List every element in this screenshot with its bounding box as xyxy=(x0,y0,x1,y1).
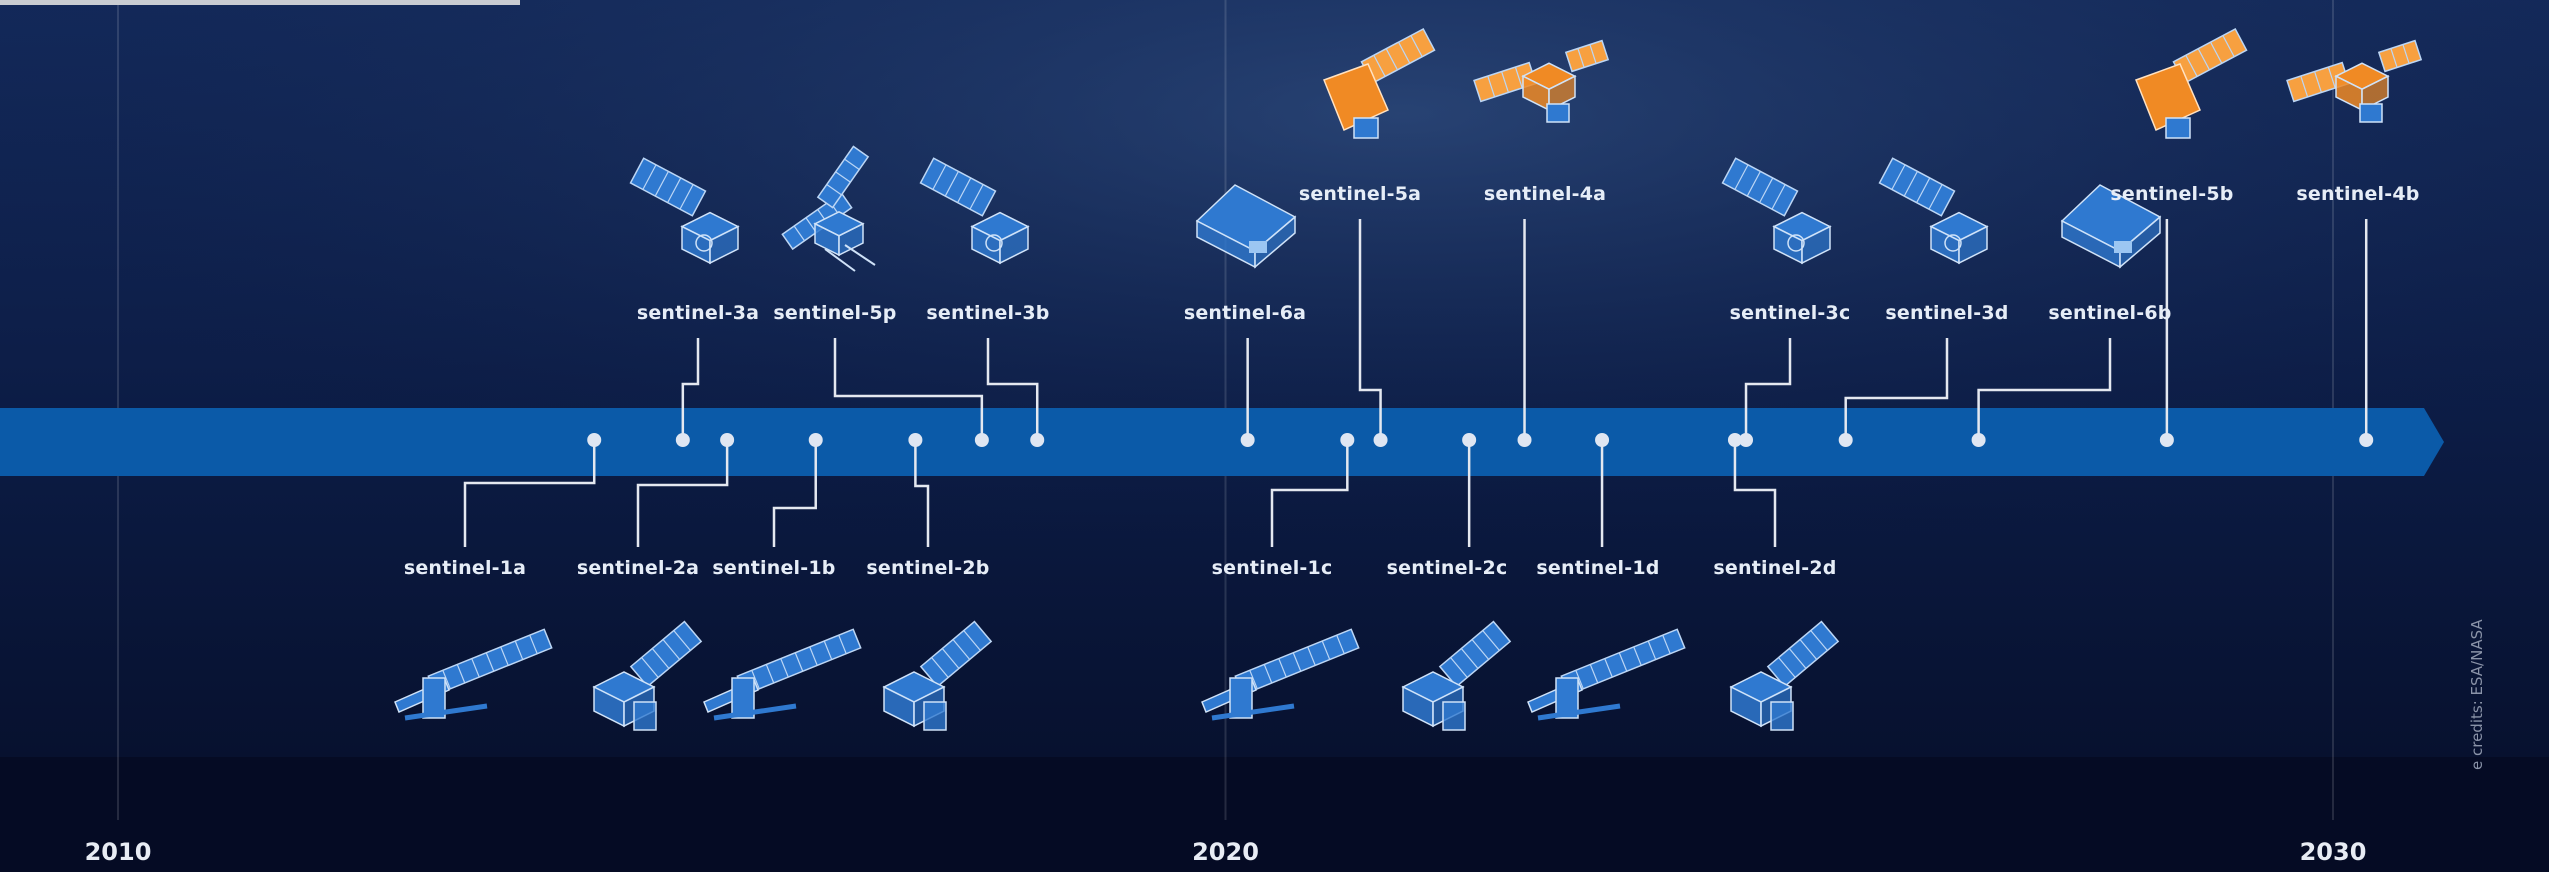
connector-line xyxy=(1733,442,1777,547)
connector-line xyxy=(463,442,596,547)
top-left-strip xyxy=(0,0,520,5)
launch-dot xyxy=(1739,433,1754,447)
sentinel-5p-satellite-icon xyxy=(781,145,876,272)
launch-dot xyxy=(1462,433,1477,447)
mission-label: sentinel-4a xyxy=(1483,183,1607,205)
connector-line xyxy=(636,442,729,547)
mission-label: sentinel-3a xyxy=(636,302,760,324)
mission-label: sentinel-3c xyxy=(1729,302,1851,324)
mission-label: sentinel-1b xyxy=(712,557,836,579)
sentinel-3-satellite-icon xyxy=(629,157,740,265)
sentinel-1-satellite-icon xyxy=(394,628,553,721)
connector-line xyxy=(833,338,984,442)
mission-label: sentinel-1a xyxy=(403,557,527,579)
year-footer xyxy=(0,757,2549,872)
sentinel-2-satellite-icon xyxy=(592,620,703,731)
sentinel-5-satellite-icon xyxy=(2135,27,2248,139)
connector-line xyxy=(1270,442,1349,547)
connector-line xyxy=(1744,338,1792,442)
sentinel-4-satellite-icon xyxy=(2286,39,2423,123)
timeline-arrowhead xyxy=(2424,408,2444,476)
launch-dot xyxy=(1517,433,1532,447)
connector-line xyxy=(914,442,930,547)
launch-dot xyxy=(1971,433,1986,447)
sentinel-5-satellite-icon xyxy=(1323,27,1436,139)
launch-dot xyxy=(587,433,602,447)
sentinel-2-satellite-icon xyxy=(882,620,993,731)
launch-dot xyxy=(2159,433,2174,447)
sentinel-3-satellite-icon xyxy=(919,157,1030,265)
connector-line xyxy=(1358,219,1382,442)
mission-label: sentinel-2b xyxy=(866,557,990,579)
mission-label: sentinel-6b xyxy=(2048,302,2172,324)
sentinel-6-satellite-icon xyxy=(1195,184,1297,269)
launch-dot xyxy=(974,433,989,447)
timeline-band xyxy=(0,408,2424,476)
sentinel-4-satellite-icon xyxy=(1473,39,1610,123)
mission-label: sentinel-5p xyxy=(773,302,897,324)
sentinel-3-satellite-icon xyxy=(1878,157,1989,265)
mission-label: sentinel-2d xyxy=(1713,557,1837,579)
launch-dot xyxy=(720,433,735,447)
mission-label: sentinel-5a xyxy=(1298,183,1422,205)
sentinel-2-satellite-icon xyxy=(1401,620,1512,731)
launch-dot xyxy=(1373,433,1388,447)
sentinel-1-satellite-icon xyxy=(1527,628,1686,721)
launch-dot xyxy=(1727,433,1742,447)
launch-dot xyxy=(808,433,823,447)
launch-dot xyxy=(2359,433,2374,447)
launch-dot xyxy=(1030,433,1045,447)
launch-dot xyxy=(908,433,923,447)
mission-label: sentinel-1c xyxy=(1211,557,1333,579)
connector-line xyxy=(1844,338,1949,442)
image-credit: e credits: ESA/NASA xyxy=(2468,619,2486,770)
launch-dot xyxy=(1595,433,1610,447)
earth-cloud-glow xyxy=(0,0,2549,757)
sentinel-6-satellite-icon xyxy=(2060,184,2162,269)
launch-dot xyxy=(1838,433,1853,447)
sentinel-2-satellite-icon xyxy=(1729,620,1840,731)
mission-label: sentinel-6a xyxy=(1183,302,1307,324)
mission-label: sentinel-3d xyxy=(1885,302,2009,324)
mission-label: sentinel-2c xyxy=(1386,557,1508,579)
connector-line xyxy=(681,338,700,442)
mission-label: sentinel-3b xyxy=(926,302,1050,324)
connector-line xyxy=(772,442,817,547)
launch-dot xyxy=(675,433,690,447)
sentinel-1-satellite-icon xyxy=(703,628,862,721)
year-label: 2020 xyxy=(1192,838,1259,866)
launch-dot xyxy=(1240,433,1255,447)
launch-dot xyxy=(1340,433,1355,447)
sentinel-3-satellite-icon xyxy=(1721,157,1832,265)
year-label: 2030 xyxy=(2299,838,2367,866)
mission-label: sentinel-2a xyxy=(576,557,700,579)
connector-line xyxy=(1977,338,2112,442)
sentinel-1-satellite-icon xyxy=(1201,628,1360,721)
year-label: 2010 xyxy=(84,838,152,866)
mission-label: sentinel-5b xyxy=(2110,183,2234,205)
mission-label: sentinel-4b xyxy=(2296,183,2420,205)
mission-label: sentinel-1d xyxy=(1536,557,1660,579)
connector-line xyxy=(986,338,1039,442)
